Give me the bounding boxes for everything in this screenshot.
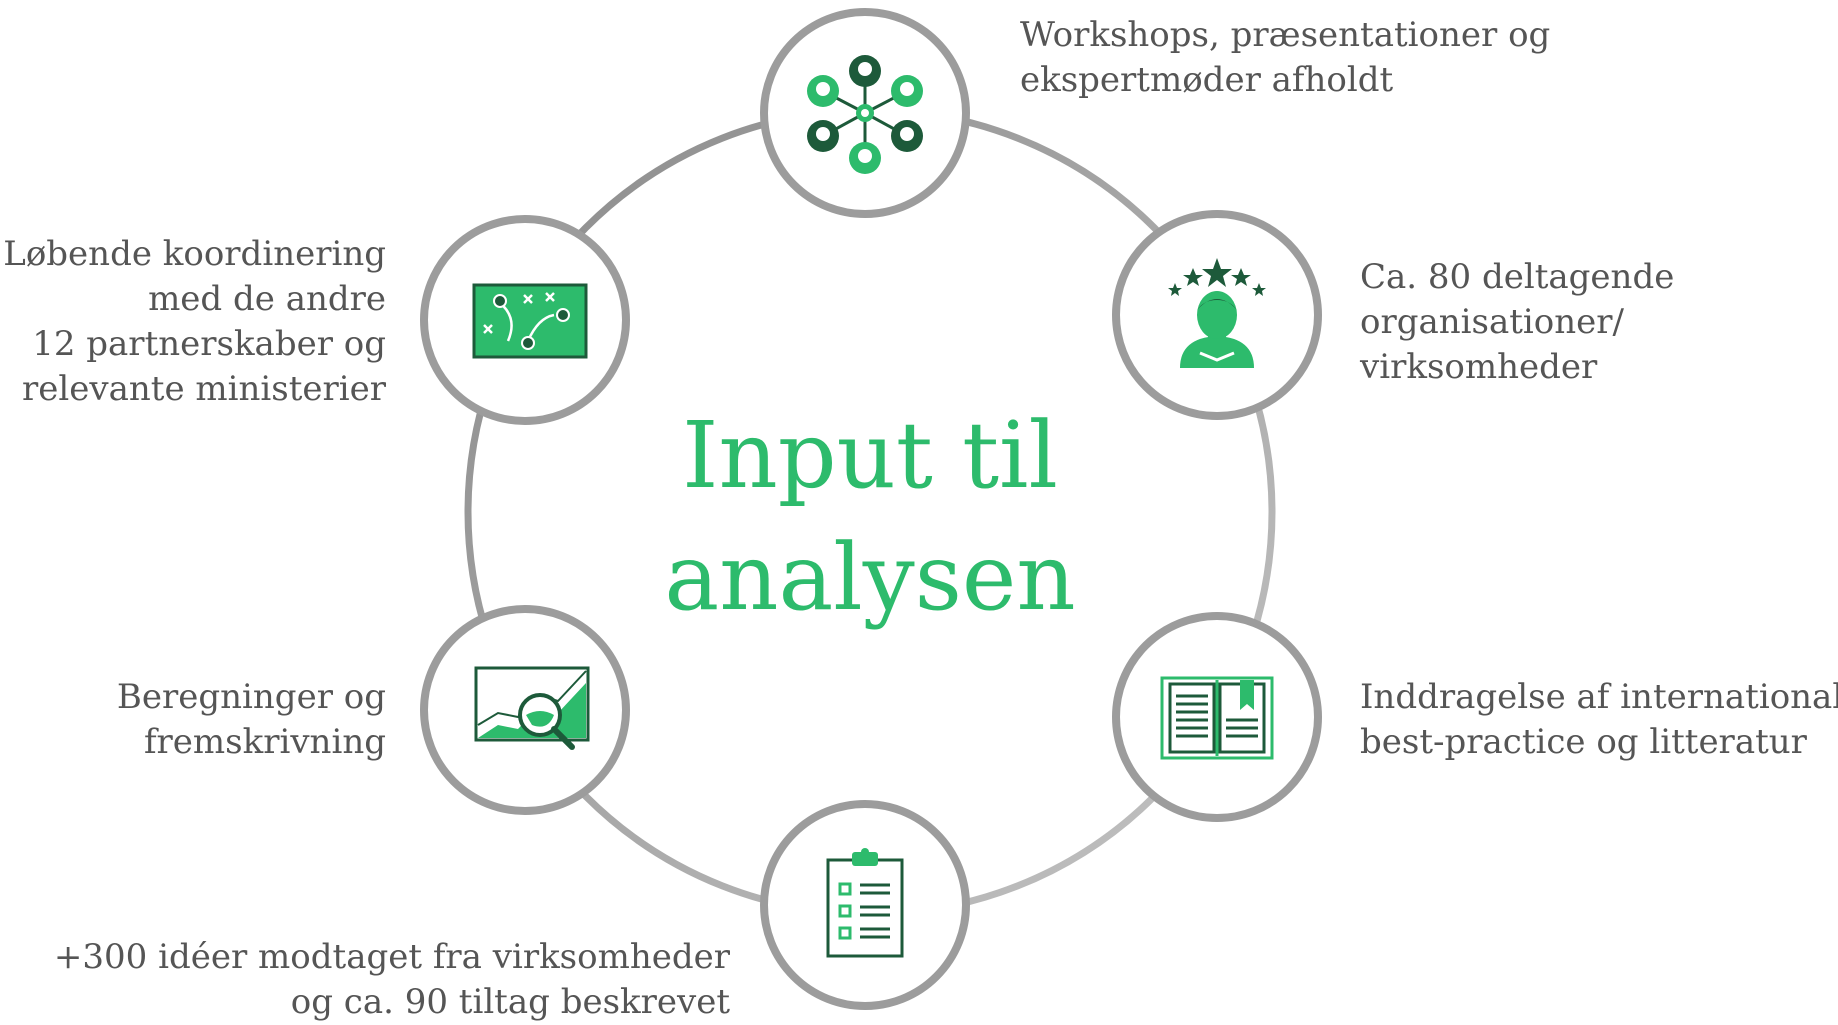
node-coordination <box>420 215 630 425</box>
node-participants <box>1112 210 1322 420</box>
network-people-icon <box>807 55 923 174</box>
strategy-board-icon <box>472 283 588 359</box>
center-title-line1: Input til <box>682 402 1058 509</box>
center-title: Input til analysen <box>570 395 1170 639</box>
label-coordination: Løbende koordinering med de andre 12 par… <box>3 234 386 409</box>
node-literature <box>1112 612 1322 822</box>
chart-magnifier-icon <box>474 666 590 750</box>
label-literature: Inddragelse af international best-practi… <box>1360 677 1838 762</box>
label-calculations: Beregninger og fremskrivning <box>116 677 386 762</box>
label-workshops: Workshops, præsentationer og ekspertmøde… <box>1020 15 1551 100</box>
open-book-icon <box>1160 676 1274 760</box>
node-calculations <box>420 605 630 815</box>
node-ideas <box>760 800 970 1010</box>
person-stars-icon <box>1168 258 1266 368</box>
label-ideas: +300 idéer modtaget fra virksomheder og … <box>53 937 730 1022</box>
label-participants: Ca. 80 deltagende organisationer/ virkso… <box>1360 257 1675 387</box>
center-title-line2: analysen <box>664 524 1076 631</box>
clipboard-checklist-icon <box>826 848 904 958</box>
node-workshops <box>760 8 970 218</box>
